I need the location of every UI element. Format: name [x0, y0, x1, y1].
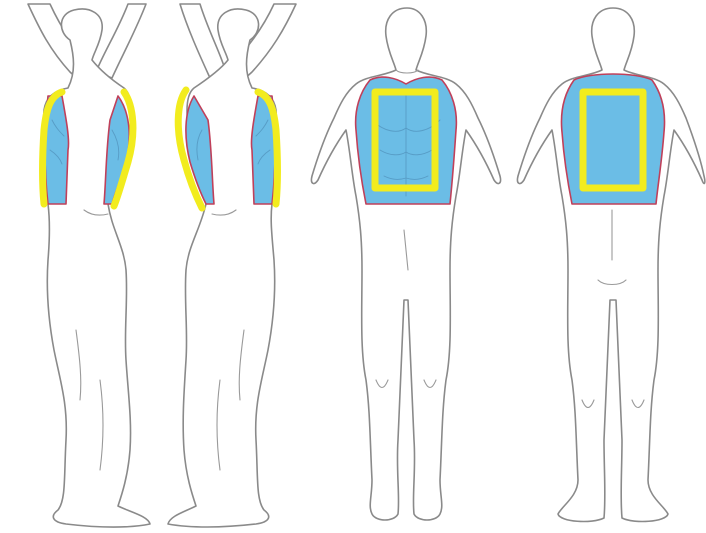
figure-side-view-1 — [28, 4, 150, 527]
figure-2-body-outline — [168, 9, 277, 527]
figure-side-view-2 — [168, 4, 296, 527]
figure-1-raised-forearm — [96, 4, 146, 78]
figure-1-body-outline — [43, 9, 150, 527]
figure-back-view — [517, 8, 704, 521]
figure-front-view — [311, 8, 500, 520]
figure-2-raised-forearm — [180, 4, 226, 78]
